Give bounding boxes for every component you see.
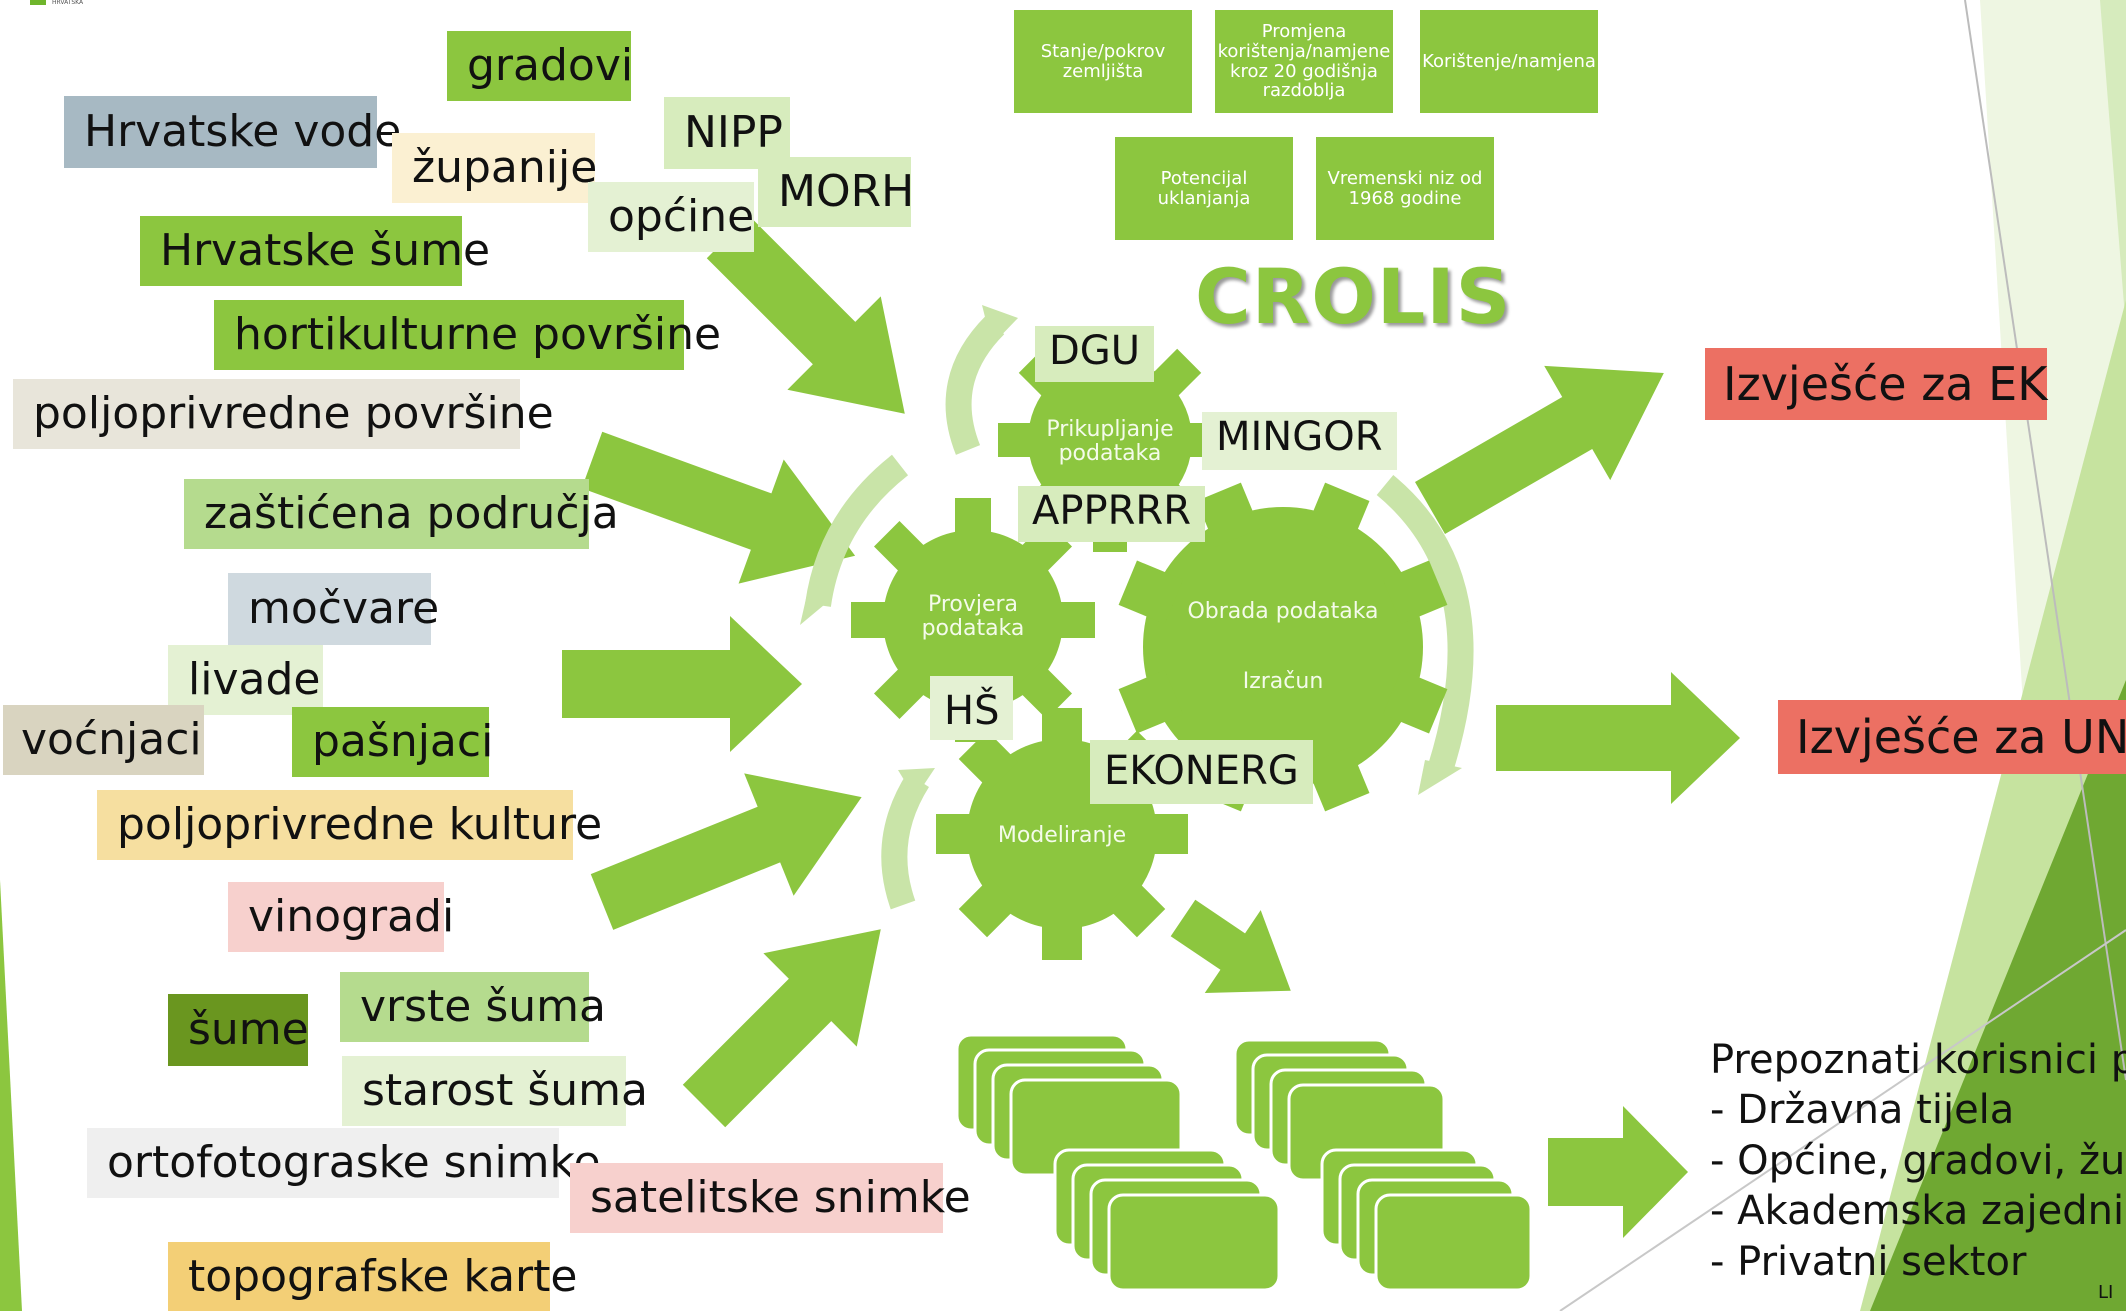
left-green-stripe xyxy=(0,880,22,1311)
source-morh: MORH xyxy=(758,157,914,227)
source-poljoprivredne-povrsine: poljoprivredne površine xyxy=(13,379,554,449)
source-sume: šume xyxy=(168,994,309,1066)
gear-label-calc: Izračun xyxy=(1242,669,1324,694)
source-hortikulturne: hortikulturne površine xyxy=(214,300,721,370)
arrow-left-upper xyxy=(581,431,856,584)
top-box-time-series: Vremenski niz od 1968 godine xyxy=(1316,137,1494,240)
source-hrvatske-sume: Hrvatske šume xyxy=(140,216,490,286)
arrow-to-users xyxy=(1548,1106,1688,1238)
gear-label-model: Modeliranje xyxy=(997,823,1127,848)
users-list: Prepoznati korisnici po - Državna tijela… xyxy=(1710,1035,2126,1287)
arrow-to-un xyxy=(1496,672,1740,804)
source-pasnjaci: pašnjaci xyxy=(292,707,493,777)
right-thin-line-2 xyxy=(1559,929,2126,1311)
source-opcine: općine xyxy=(588,182,754,252)
arrow-bottom-left xyxy=(682,929,881,1128)
source-ortofoto: ortofotograske snimke xyxy=(87,1128,601,1198)
right-light-wedge xyxy=(2100,0,2126,330)
documents-icon-right-bottom xyxy=(1320,1148,1533,1292)
org-apprrr: APPRRR xyxy=(1018,486,1205,542)
top-box-change: Promjena korištenja/namjene kroz 20 godi… xyxy=(1215,10,1393,113)
gear-label-process: Obrada podataka xyxy=(1187,599,1379,624)
arrow-left-lower xyxy=(590,773,862,930)
org-ekonerg: EKONERG xyxy=(1090,740,1313,804)
source-vinogradi: vinogradi xyxy=(228,882,454,952)
cycle-arrow-bottom xyxy=(881,773,930,910)
logo-text: HRVATSKA xyxy=(52,0,84,6)
source-zasticena: zaštićena područja xyxy=(184,479,619,549)
source-starost-suma: starost šuma xyxy=(342,1056,648,1126)
arrow-top-left xyxy=(706,215,905,414)
source-zupanije: županije xyxy=(392,133,597,203)
users-item: - Akademska zajednica xyxy=(1710,1188,2126,1235)
arrow-down xyxy=(1170,899,1291,994)
documents-icon-left-bottom xyxy=(1053,1148,1281,1292)
gear-verify xyxy=(851,498,1095,742)
right-thin-line xyxy=(1964,0,2126,1081)
source-satelitske: satelitske snimke xyxy=(570,1163,971,1233)
crolis-title: CROLIS xyxy=(1195,252,1512,341)
source-vocnjaci: voćnjaci xyxy=(3,705,204,775)
cycle-arrow-right xyxy=(1376,474,1474,774)
source-hrvatske-vode: Hrvatske vode xyxy=(64,96,401,168)
gear-label-collect: Prikupljanje podataka xyxy=(1046,417,1174,467)
corner-text: LI xyxy=(2098,1282,2114,1303)
users-item: - Državna tijela xyxy=(1710,1087,2015,1134)
input-arrows xyxy=(562,215,905,1128)
report-un: Izvješće za UN xyxy=(1778,700,2126,774)
org-mingor: MINGOR xyxy=(1202,412,1397,470)
cycle-arrowheads xyxy=(800,305,1462,798)
top-box-land-cover: Stanje/pokrov zemljišta xyxy=(1014,10,1192,113)
arrow-left-middle xyxy=(562,616,802,752)
org-hs: HŠ xyxy=(930,676,1014,740)
org-dgu: DGU xyxy=(1035,326,1155,382)
source-topografske: topografske karte xyxy=(168,1242,577,1311)
logo-icon xyxy=(30,0,46,5)
source-poljoprivredne-kulture: poljoprivredne kulture xyxy=(97,790,602,860)
report-ek: Izvješće za EK xyxy=(1705,348,2047,420)
source-vrste-suma: vrste šuma xyxy=(340,972,606,1042)
users-heading: Prepoznati korisnici po xyxy=(1710,1037,2126,1083)
gear-label-verify: Provjera podataka xyxy=(921,592,1025,642)
source-mocvare: močvare xyxy=(228,573,439,645)
arrow-to-ek xyxy=(1415,365,1664,534)
top-box-removal-potential: Potencijal uklanjanja xyxy=(1115,137,1293,240)
cycle-arrow-left xyxy=(805,454,909,607)
right-dark-wedge xyxy=(1870,680,2126,1311)
cycle-arrows xyxy=(805,315,1474,910)
source-livade: livade xyxy=(168,645,323,715)
top-box-use: Korištenje/namjena xyxy=(1420,10,1598,113)
output-arrows xyxy=(1170,365,1740,1238)
cycle-arrow-top xyxy=(945,315,1005,455)
users-item: - Općine, gradovi, žup xyxy=(1710,1137,2126,1184)
source-gradovi: gradovi xyxy=(447,31,633,101)
users-item: - Privatni sektor xyxy=(1710,1238,2027,1285)
